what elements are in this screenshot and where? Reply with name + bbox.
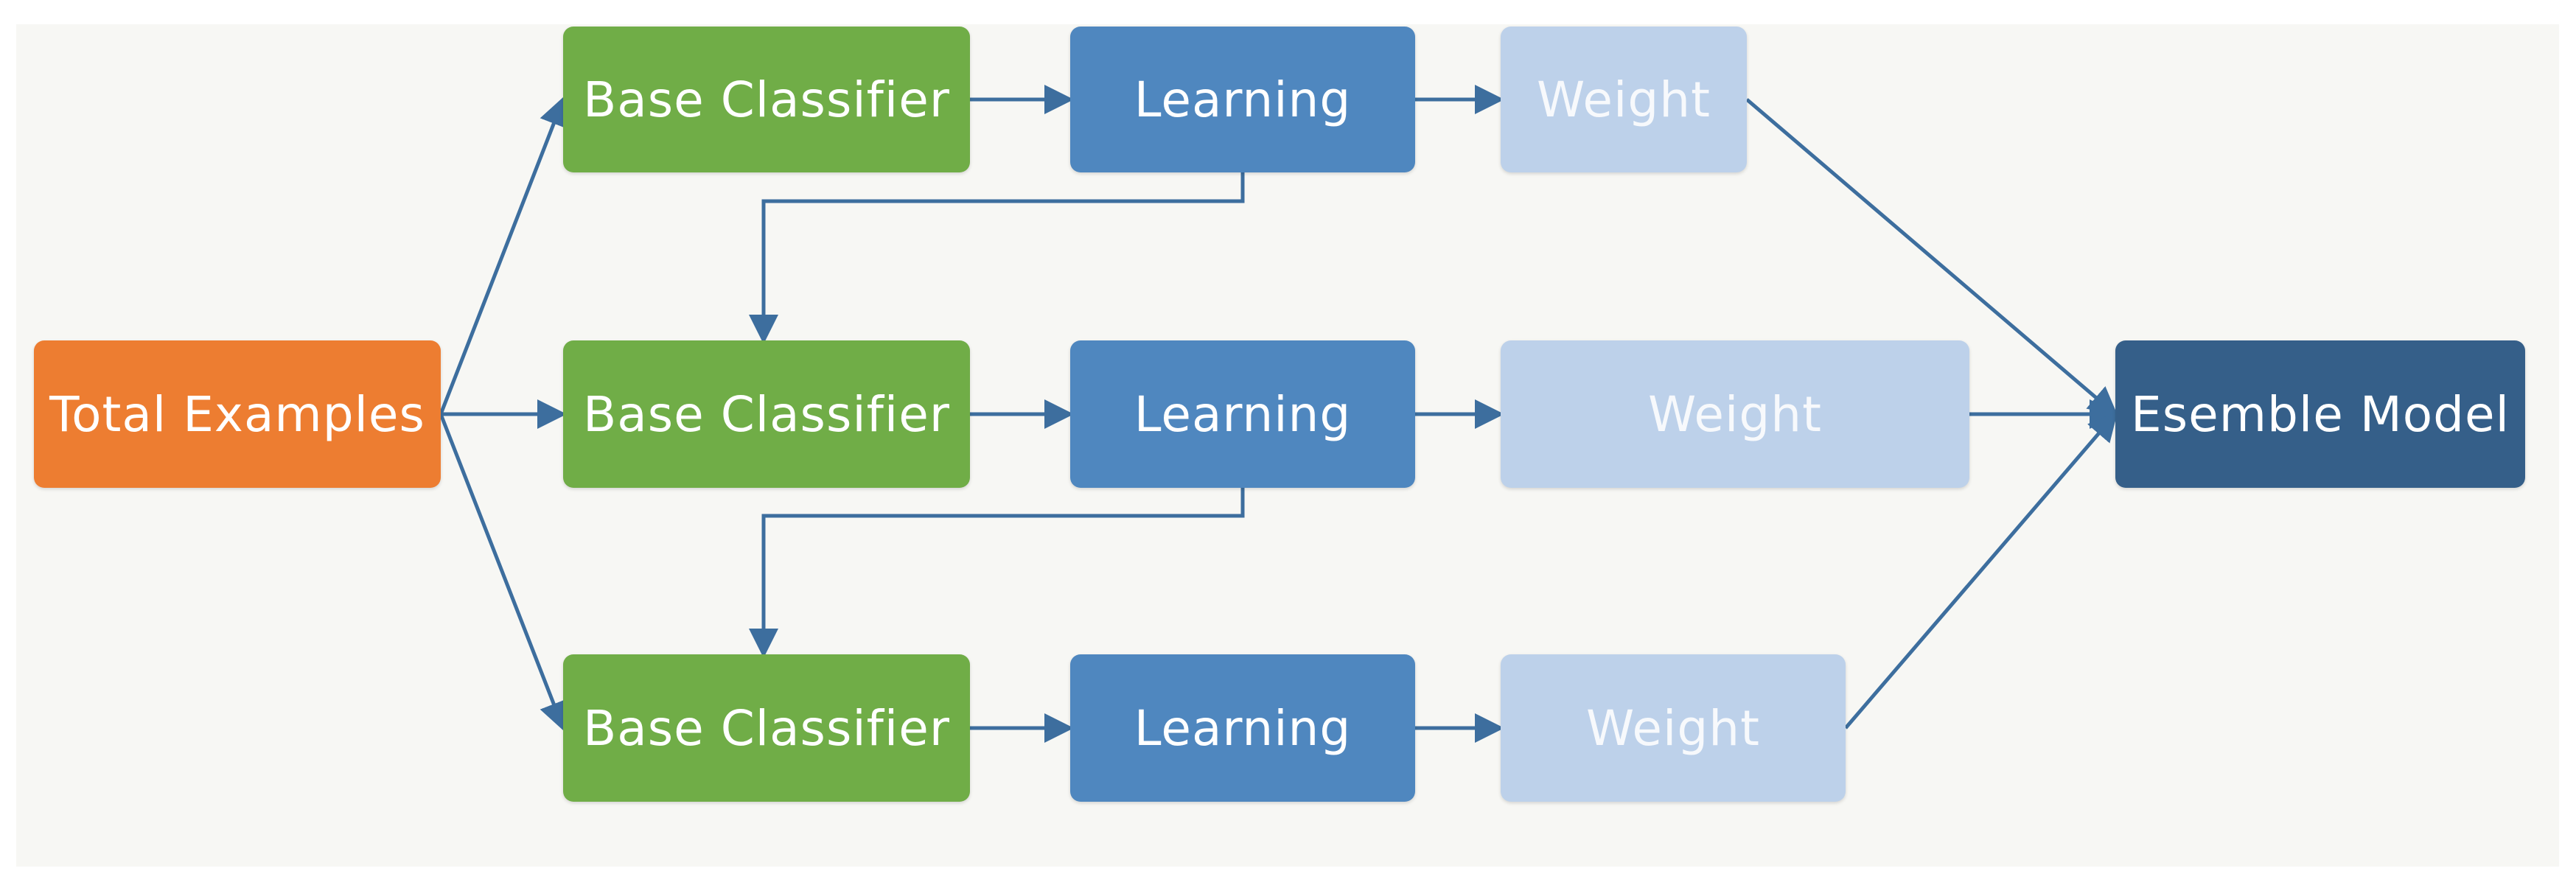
weight-node-3: Weight [1501,654,1846,802]
arrow-weight-1-to-model [1745,98,2118,417]
arrow-weight-3-to-model [1844,411,2118,730]
learning-node-2: Learning [1070,340,1415,488]
weight-node-2: Weight [1501,340,1969,488]
base-classifier-node-2: Base Classifier [563,340,970,488]
base-classifier-node-3: Base Classifier [563,654,970,802]
learning-node-3: Learning [1070,654,1415,802]
arrow-learning-2-to-base-3 [749,488,1245,658]
base-classifier-node-1: Base Classifier [563,27,970,172]
weight-node-1: Weight [1501,27,1747,172]
ensemble-model-node: Esemble Model [2115,340,2525,488]
learning-node-1: Learning [1070,27,1415,172]
arrow-total-to-base-3 [439,413,568,732]
arrow-learning-1-to-base-2 [749,172,1245,344]
arrow-total-to-base-1 [439,96,568,415]
total-examples-node: Total Examples [34,340,441,488]
